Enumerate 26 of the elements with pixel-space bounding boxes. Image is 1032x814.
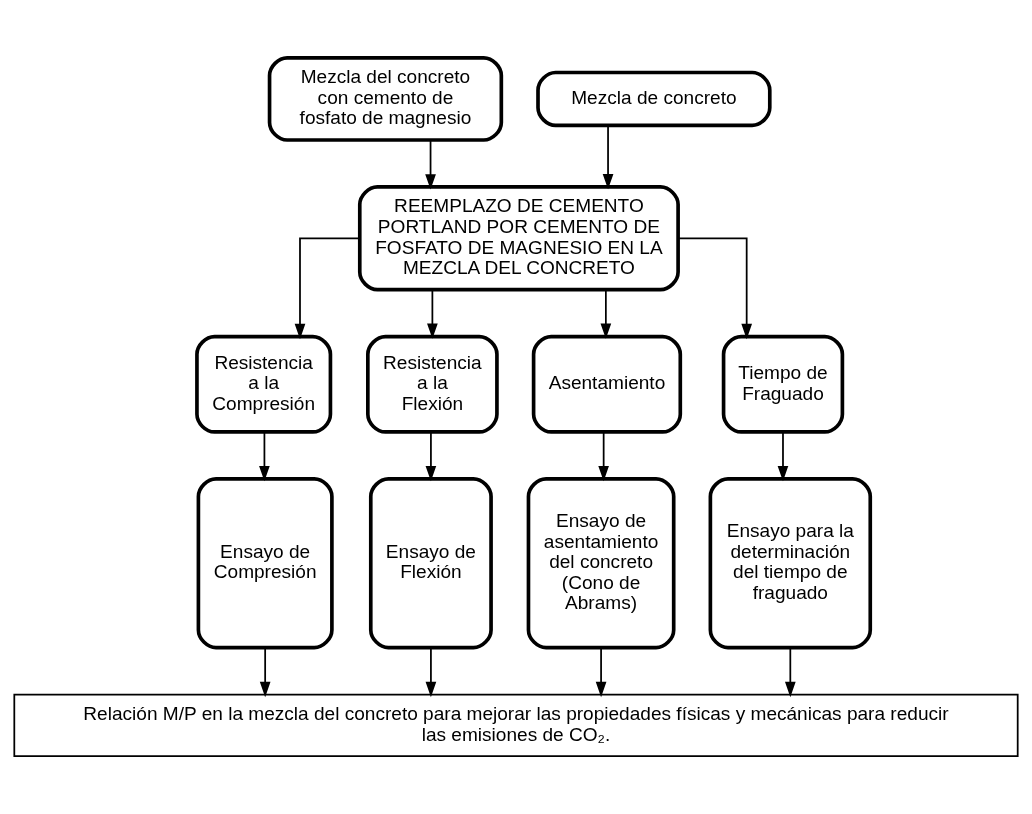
arrow bbox=[259, 431, 270, 482]
arrow bbox=[602, 124, 614, 190]
arrow bbox=[425, 139, 436, 190]
node-box: Ensayo de asentamiento del concreto (Cono de Abrams) bbox=[526, 477, 676, 650]
arrow bbox=[259, 646, 271, 698]
node-box: Ensayo para la determinación del tiempo de fraguado bbox=[708, 477, 873, 650]
arrow bbox=[425, 431, 437, 482]
node-box: Asentamiento bbox=[531, 334, 683, 434]
node-box: Ensayo de Flexión bbox=[368, 477, 493, 650]
node-box: Ensayo de Compresión bbox=[196, 477, 334, 650]
node-box: Mezcla de concreto bbox=[536, 70, 772, 128]
node-box: Resistencia a la Flexión bbox=[366, 334, 499, 434]
arrow bbox=[784, 646, 796, 698]
arrow bbox=[777, 431, 789, 482]
arrow bbox=[294, 237, 361, 340]
arrow bbox=[595, 646, 607, 698]
node-box: REEMPLAZO DE CEMENTO PORTLAND POR CEMENTO DE FOSFATO DE MAGNESIO EN LA MEZCLA DEL CONCRETO bbox=[357, 185, 680, 292]
node-box: Resistencia a la Compresión bbox=[195, 334, 333, 434]
arrow bbox=[427, 288, 438, 339]
node-box: Relación M/P en la mezcla del concreto para mejorar las propiedades físicas y mecánicas para reducir las emisiones de CO₂. bbox=[13, 693, 1019, 757]
arrow bbox=[598, 431, 609, 482]
arrow bbox=[425, 646, 437, 698]
node-box: Tiempo de Fraguado bbox=[721, 334, 845, 434]
node-box: Mezcla del concreto con cemento de fosfato de magnesio bbox=[267, 56, 504, 142]
arrow bbox=[600, 288, 612, 339]
arrow bbox=[677, 237, 752, 340]
